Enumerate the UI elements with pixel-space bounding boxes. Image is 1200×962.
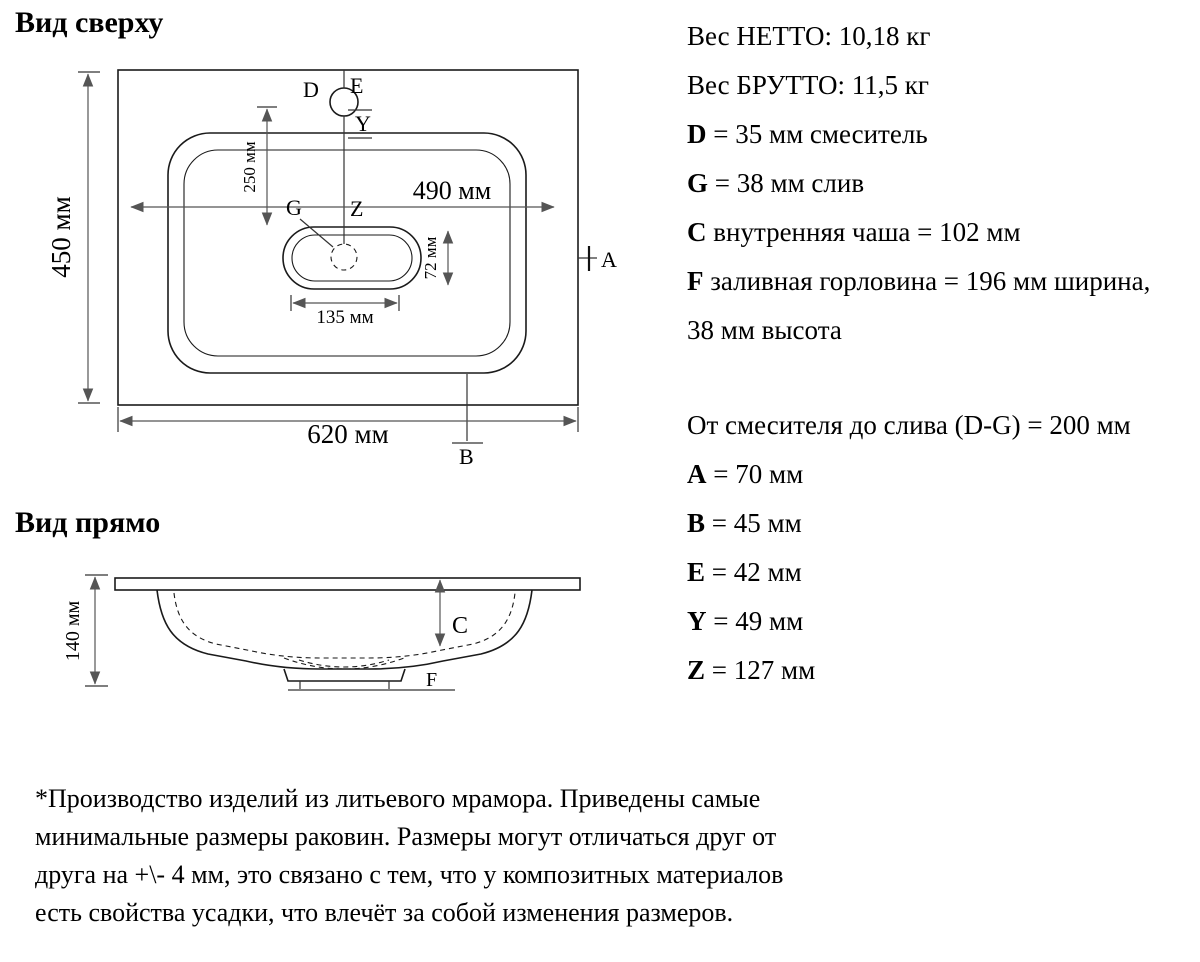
label-a: A [601, 247, 617, 272]
basin-section-inner-hidden [173, 592, 516, 659]
spec-line-d: D = 35 мм смеситель [687, 110, 1200, 159]
spec-text: = 42 мм [705, 557, 802, 587]
spec-text: = 127 мм [705, 655, 816, 685]
spec-bold: G [687, 168, 709, 198]
spec-text: = 45 мм [705, 508, 802, 538]
spec-text: внутренняя чаша = 102 мм [706, 217, 1021, 247]
dim-620-label: 620 мм [307, 419, 388, 449]
dim-140-label: 140 мм [62, 601, 84, 662]
basin-outer [282, 226, 422, 290]
sink-rim-outer [167, 132, 527, 374]
spec-line-b: B = 45 мм [687, 499, 1200, 548]
dim-72-label: 72 мм [421, 236, 440, 279]
dim-250-label: 250 мм [240, 141, 259, 193]
basin-bottom-curve-outer [283, 657, 405, 670]
basin-inner [291, 234, 413, 282]
spec-line-dg-distance: От смесителя до слива (D-G) = 200 мм [687, 401, 1200, 450]
dim-450-label: 450 мм [46, 196, 76, 277]
label-f: F [426, 669, 437, 691]
spec-bold: F [687, 266, 704, 296]
spec-line-f: F заливная горловина = 196 мм ширина, 38 … [687, 257, 1200, 355]
spec-text: = 70 мм [706, 459, 804, 489]
spec-bold: Y [687, 606, 707, 636]
countertop-slab [114, 577, 581, 591]
spec-text: заливная горловина = 196 мм ширина, [703, 266, 1151, 296]
label-y: Y [355, 111, 371, 136]
spec-line-g: G = 38 мм слив [687, 159, 1200, 208]
spec-text: = 49 мм [706, 606, 804, 636]
basin-bottom-curve-inner [298, 659, 390, 668]
spec-text-wrap: 38 мм высота [687, 315, 842, 345]
spec-bold: D [687, 119, 707, 149]
spec-bold: A [687, 459, 707, 489]
countertop-outline [117, 69, 579, 406]
spec-line-gross-weight: Вес БРУТТО: 11,5 кг [687, 61, 1200, 110]
top-view-drawing: 450 мм 620 мм 490 мм 250 мм 72 мм 135 мм… [46, 69, 617, 469]
dim-135-label: 135 мм [316, 307, 373, 328]
spec-text: Вес НЕТТО: 10,18 кг [687, 21, 931, 51]
dim-490-label: 490 мм [413, 176, 491, 205]
label-e: E [350, 73, 363, 98]
spec-line-z: Z = 127 мм [687, 646, 1200, 695]
footnote: *Производство изделий из литьевого мрамо… [35, 784, 784, 927]
spec-text: От смесителя до слива (D-G) = 200 мм [687, 410, 1131, 440]
top-view-title: Вид сверху [15, 6, 164, 39]
spec-bold: Z [687, 655, 706, 685]
spec-line-a: A = 70 мм [687, 450, 1200, 499]
spec-line-c: C внутренняя чаша = 102 мм [687, 208, 1200, 257]
front-view-title: Вид прямо [15, 506, 161, 539]
spec-bold: C [687, 217, 707, 247]
spec-text: = 38 мм слив [708, 168, 865, 198]
sink-rim-inner [183, 149, 511, 357]
spec-bold: E [687, 557, 706, 587]
g-leader-line [299, 218, 334, 248]
label-b: B [459, 444, 474, 469]
spec-line-net-weight: Вес НЕТТО: 10,18 кг [687, 12, 1200, 61]
drain-foot [283, 668, 406, 682]
label-c: C [452, 613, 468, 639]
front-view-drawing: C F 140 мм [62, 574, 581, 691]
label-d: D [303, 77, 319, 102]
spec-bold: B [687, 508, 706, 538]
label-z: Z [350, 196, 363, 221]
label-g: G [286, 195, 302, 220]
basin-section-outer [156, 589, 533, 670]
spec-line-y: Y = 49 мм [687, 597, 1200, 646]
spec-text: = 35 мм смеситель [706, 119, 928, 149]
spec-text: Вес БРУТТО: 11,5 кг [687, 70, 929, 100]
spec-list: Вес НЕТТО: 10,18 кг Вес БРУТТО: 11,5 кг … [687, 12, 1200, 695]
spec-line-e: E = 42 мм [687, 548, 1200, 597]
drain-hole [330, 243, 358, 271]
